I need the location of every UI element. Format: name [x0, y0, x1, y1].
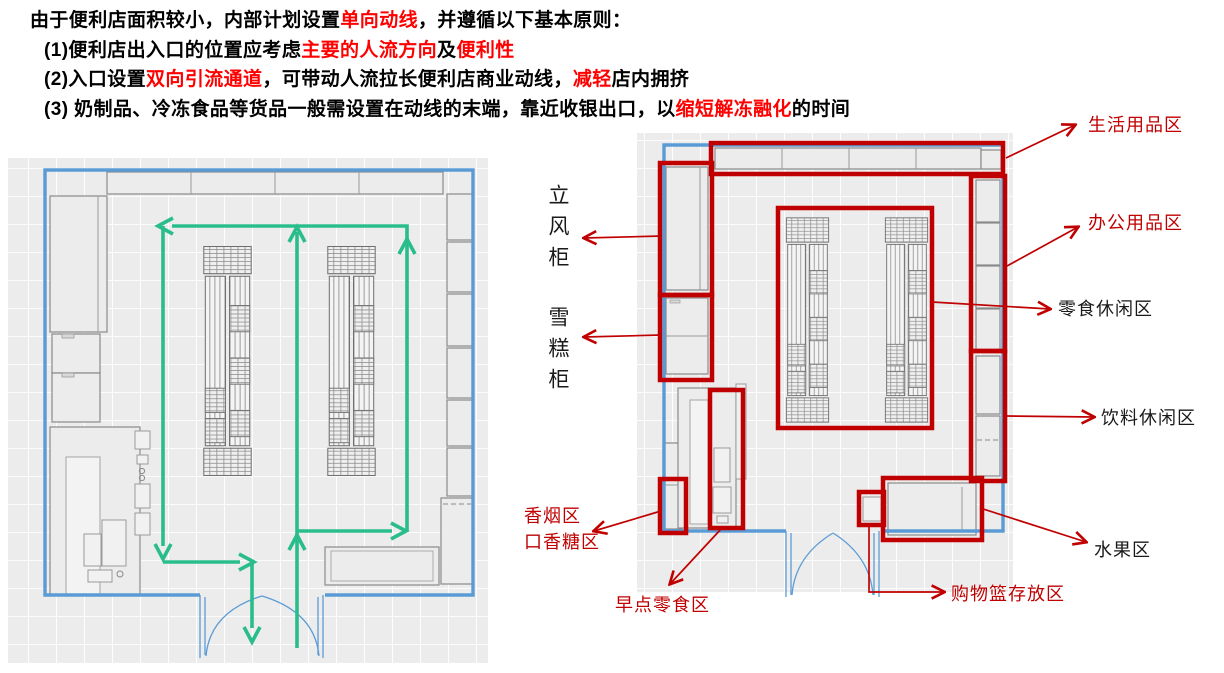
left-bottom-shelf — [324, 546, 440, 586]
right-fruit-shelf — [887, 482, 977, 536]
intro-3e: 店内拥挤 — [611, 69, 690, 90]
arrow-basket-storage — [868, 526, 944, 592]
zone-box-daily-goods — [708, 140, 1006, 177]
right-entrance-alcove — [785, 531, 880, 597]
flow-route-arrows — [153, 216, 417, 648]
zone-box-breakfast-snack — [707, 387, 746, 531]
flow-arrowhead-right-bottom — [238, 552, 258, 572]
label-office-goods-zone: 办公用品区 — [1088, 213, 1183, 233]
left-freezer-cabinets — [51, 333, 101, 423]
intro-2c: 及 — [437, 39, 457, 61]
cash-register — [101, 519, 127, 567]
intro-3b-highlight: 双向引流通道 — [146, 69, 263, 90]
intro-line-3: (2)入口设置双向引流通道，可带动人流拉长便利店商业动线，减轻店内拥挤 — [30, 65, 850, 95]
arrow-fruit — [979, 507, 1086, 542]
intro-3d-highlight: 减轻 — [572, 69, 612, 90]
intro-4b-highlight: 缩短解冻融化 — [675, 98, 792, 120]
intro-1b-highlight: 单向动线 — [340, 10, 419, 31]
right-floor-plan — [584, 125, 1094, 597]
right-wall-shelves — [975, 179, 1001, 477]
label-cigarette-gum-zone: 香烟区 口香糖区 — [524, 503, 600, 555]
arrow-drink-leisure — [1006, 416, 1094, 417]
label-fruit-zone: 水果区 — [1094, 540, 1151, 560]
left-floor-plan — [8, 158, 488, 663]
label-snack-leisure-zone: 零食休闲区 — [1058, 299, 1153, 319]
intro-2b-highlight: 主要的人流方向 — [301, 39, 438, 61]
left-plan-walls — [43, 168, 475, 597]
label-basket-storage-zone: 购物篮存放区 — [951, 584, 1065, 604]
left-standing-cooler-cabinet — [49, 195, 108, 333]
zone-box-ice-cream — [657, 292, 715, 383]
flow-arrowhead-right-branch — [390, 521, 410, 541]
arrow-office-goods — [1006, 227, 1078, 267]
intro-4a: (3) 奶制品、冷冻食品等货品一般需设置在动线的末端，靠近收银出口，以 — [44, 98, 676, 120]
flow-arrowhead-up-center-mid — [287, 531, 307, 551]
annotation-arrows — [584, 125, 1094, 592]
flow-arrowhead-up-right — [397, 235, 417, 255]
arrow-ice-cream — [584, 335, 663, 337]
label-daily-goods-zone: 生活用品区 — [1088, 115, 1183, 135]
intro-1a: 由于便利店面积较小，内部计划设置 — [30, 10, 341, 31]
arrow-standing-cooler — [584, 236, 663, 238]
arrow-cigarette — [594, 510, 662, 531]
label-ice-cream-cabinet: 雪糕柜 — [546, 306, 570, 399]
right-standing-cooler-cabinet — [665, 166, 709, 291]
arrow-daily-goods — [1005, 125, 1075, 159]
flow-arrowhead-down-left — [153, 543, 173, 563]
zone-box-basket-storage — [856, 489, 887, 528]
zone-box-cigarette — [657, 476, 689, 536]
zone-box-drink-leisure — [968, 348, 1008, 484]
label-standing-cooler: 立风柜 — [546, 184, 570, 277]
label-breakfast-snack-zone: 早点零食区 — [615, 595, 710, 615]
arrow-snack-leisure — [931, 302, 1050, 309]
right-ice-cream-cabinet — [665, 297, 709, 375]
intro-line-4: (3) 奶制品、冷冻食品等货品一般需设置在动线的末端，靠近收银出口，以缩短解冻融… — [30, 95, 850, 125]
left-checkout-counter — [49, 426, 151, 596]
label-drink-leisure-zone: 饮料休闲区 — [1101, 408, 1196, 428]
label-cigarette-zone: 香烟区 — [524, 506, 581, 526]
zone-box-snack-leisure — [775, 205, 935, 431]
arrow-breakfast-snack — [670, 527, 723, 584]
label-gum-zone: 口香糖区 — [524, 532, 600, 552]
intro-2a: (1)便利店出入口的位置应考虑 — [44, 39, 302, 61]
flow-arrowhead-left-top — [154, 216, 174, 236]
right-door-swing-arcs — [791, 532, 874, 596]
flow-arrowhead-down-exit — [242, 626, 262, 646]
intro-3c: ，可带动人流拉长便利店商业动线， — [262, 69, 573, 90]
intro-4c: 的时间 — [791, 98, 851, 120]
intro-text: 由于便利店面积较小，内部计划设置单向动线，并遵循以下基本原则： (1)便利店出入… — [30, 6, 850, 124]
intro-line-2: (1)便利店出入口的位置应考虑主要的人流方向及便利性 — [30, 36, 850, 66]
intro-line-1: 由于便利店面积较小，内部计划设置单向动线，并遵循以下基本原则： — [30, 6, 850, 36]
left-top-shelf-row — [106, 171, 444, 195]
intro-2d-highlight: 便利性 — [456, 39, 515, 61]
zone-boxes — [657, 140, 1008, 543]
intro-1c: ，并遵循以下基本原则： — [418, 10, 632, 31]
intro-3a: (2)入口设置 — [44, 69, 147, 90]
flow-arrowhead-up-center-top — [287, 223, 307, 243]
right-basket-area — [862, 496, 882, 522]
right-top-shelf-row — [714, 147, 1002, 170]
